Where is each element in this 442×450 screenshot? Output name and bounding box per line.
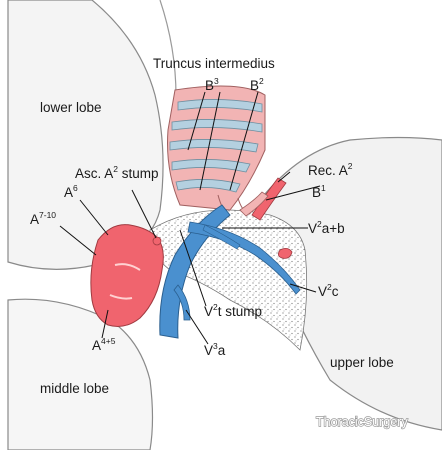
- label-b2: B2: [250, 76, 264, 93]
- label-lower-lobe: lower lobe: [40, 100, 102, 115]
- a2-ascending-stump: [152, 236, 162, 246]
- b1-bronchus: [239, 191, 269, 217]
- watermark-text: ThoracicSurgery: [316, 415, 408, 429]
- leader-lines: [59, 91, 321, 345]
- artery-stump-upper: [278, 248, 293, 259]
- label-v2t-stump: V2t stump: [204, 302, 262, 319]
- label-v3a: V3a: [204, 341, 226, 358]
- label-a6: A6: [64, 183, 78, 200]
- truncus-intermedius: [167, 85, 266, 216]
- label-asc-a2-stump: Asc. A2 stump: [75, 164, 159, 181]
- label-rec-a2: Rec. A2: [308, 161, 353, 178]
- pulmonary-vein: [159, 204, 301, 339]
- label-middle-lobe: middle lobe: [40, 381, 109, 396]
- lower-lobe-region: [7, 0, 164, 270]
- label-b1: B1: [312, 183, 326, 200]
- label-v2ab: V2a+b: [308, 219, 345, 236]
- label-truncus-intermedius: Truncus intermedius: [153, 56, 275, 71]
- label-v2c: V2c: [318, 282, 339, 299]
- label-b3: B3: [205, 76, 219, 93]
- middle-lobe-region: [7, 298, 154, 450]
- wechat-icon: [290, 413, 312, 430]
- pulmonary-artery: [90, 224, 164, 327]
- label-upper-lobe: upper lobe: [330, 355, 394, 370]
- label-a7-10: A7-10: [30, 210, 56, 227]
- watermark: ThoracicSurgery: [290, 413, 409, 430]
- label-a4-5: A4+5: [92, 336, 116, 353]
